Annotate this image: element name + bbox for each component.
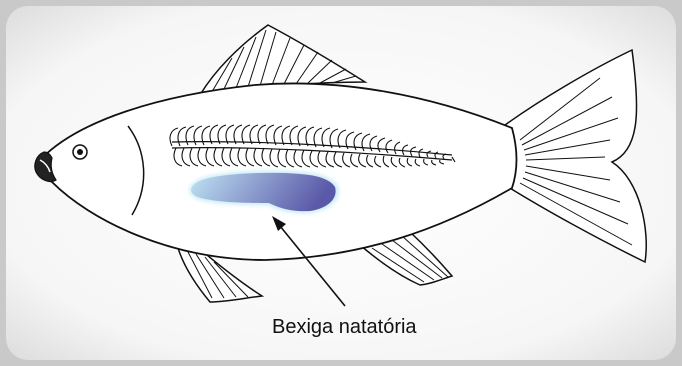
fish-eye — [73, 145, 87, 159]
swim-bladder-label: Bexiga natatória — [272, 316, 417, 338]
